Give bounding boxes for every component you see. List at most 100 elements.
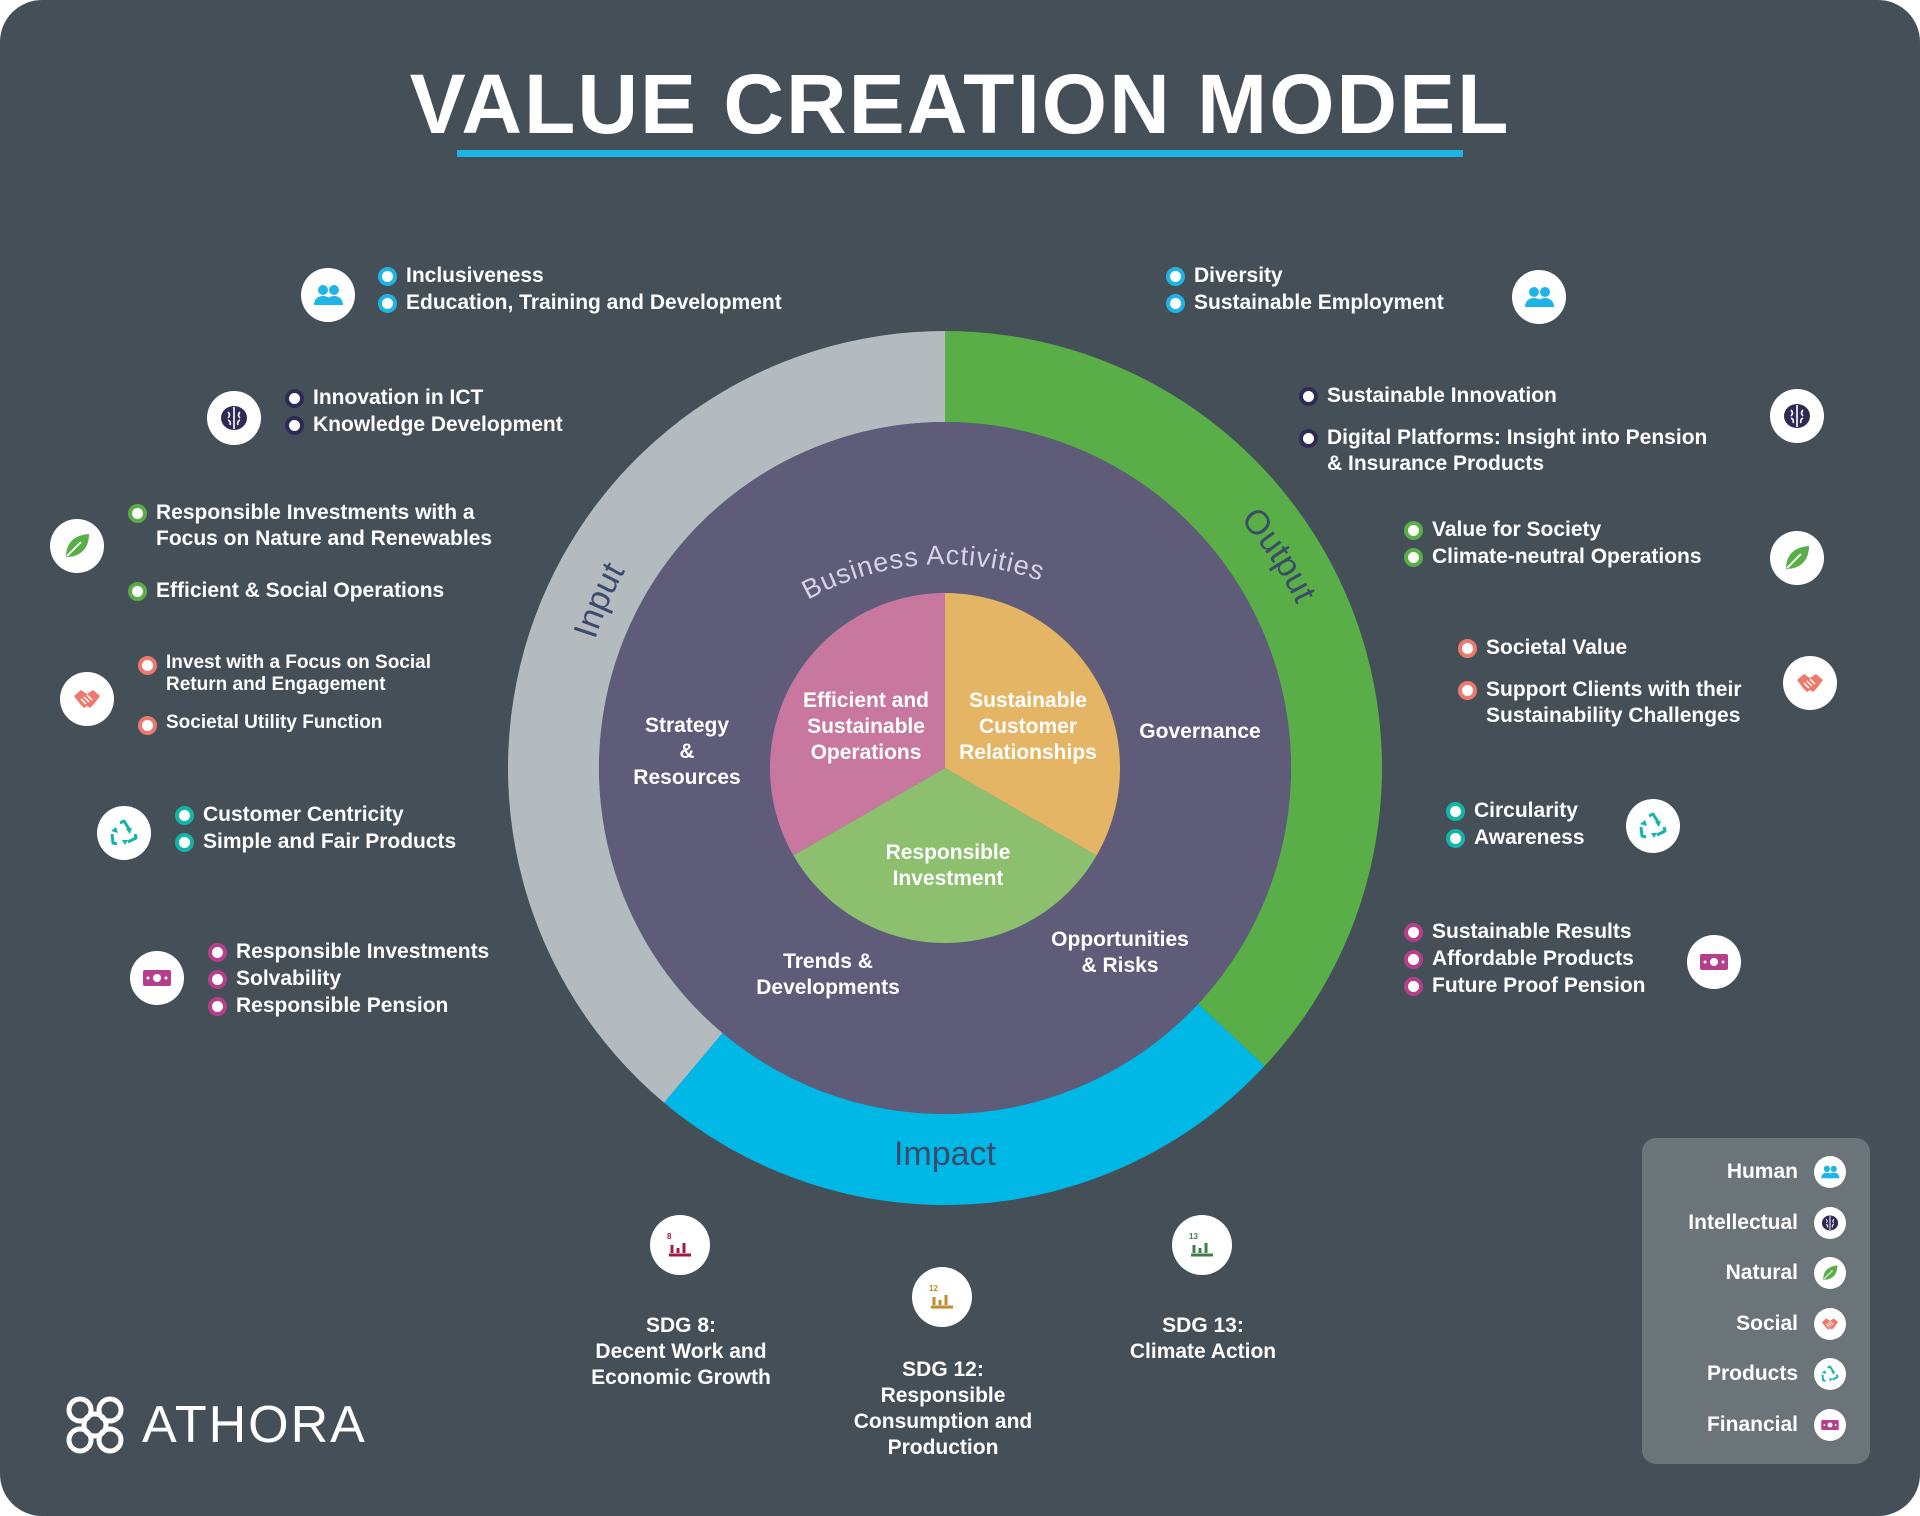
bullet-dot — [208, 943, 227, 962]
bullet-dot — [1166, 294, 1185, 313]
brain-icon — [1814, 1206, 1846, 1239]
bullet-dot — [1404, 923, 1423, 942]
list-item-text: Future Proof Pension — [1432, 974, 1646, 997]
legend-item-financial: Financial — [1706, 1408, 1846, 1441]
sdg-number: 13 — [1189, 1232, 1198, 1241]
social-list-item: Societal Utility Function — [138, 712, 431, 735]
legend-label: Financial — [1706, 1412, 1798, 1436]
bullet-dot — [128, 504, 147, 523]
intellectual-list-item: Sustainable Innovation — [1299, 383, 1707, 409]
products-list-item: Customer Centricity — [175, 802, 456, 828]
social-list-item: Societal Value — [1458, 635, 1742, 661]
sdg-8-label: SDG 8: Decent Work and Economic Growth — [591, 1314, 771, 1389]
human-list-item: Inclusiveness — [378, 263, 782, 289]
core-operations-label: Efficient and Sustainable Operations — [802, 689, 929, 764]
bullet-dot — [1404, 548, 1423, 567]
legend-item-social: Social — [1736, 1307, 1846, 1340]
segment-governance-label: Governance — [1139, 720, 1261, 743]
sdg-number: 8 — [667, 1232, 672, 1241]
legend-label: Products — [1706, 1362, 1798, 1385]
bullet-dot — [138, 716, 157, 735]
social-list-item: Support Clients with their Sustainabilit… — [1458, 677, 1742, 729]
sdg-12-label: SDG 12: Responsible Consumption and Prod… — [853, 1358, 1033, 1459]
bullet-dot — [1404, 950, 1423, 969]
list-item-text: Digital Platforms: Insight into Pension … — [1327, 426, 1708, 475]
list-item-text: Societal Utility Function — [166, 712, 383, 733]
list-item-text: Innovation in ICT — [313, 386, 484, 409]
segment-trends-label: Trends & Developments — [756, 950, 900, 999]
sdg-8-icon: 8 — [650, 1215, 710, 1275]
recycle-icon — [1814, 1358, 1846, 1390]
list-item-text: Support Clients with their Sustainabilit… — [1486, 678, 1742, 727]
bullet-dot — [1299, 387, 1318, 406]
bullet-dot — [138, 656, 157, 675]
list-item-text: Climate-neutral Operations — [1432, 545, 1702, 568]
input-ring-segment — [507, 331, 945, 1103]
input-natural-leaf-icon — [50, 519, 104, 573]
pie-slice-investment — [793, 768, 1097, 943]
bullet-dot — [378, 294, 397, 313]
list-item-text: Knowledge Development — [313, 413, 563, 436]
financial-list-item: Solvability — [208, 966, 489, 992]
legend-item-intellectual: Intellectual — [1688, 1206, 1846, 1239]
legend-item-products: Products — [1707, 1358, 1846, 1390]
list-item-text: Responsible Investments with a Focus on … — [156, 501, 493, 550]
list-item-text: Value for Society — [1432, 518, 1602, 541]
core-relationships-label: Sustainable Customer Relationships — [959, 689, 1097, 764]
sdg-13-label: SDG 13: Climate Action — [1129, 1314, 1277, 1363]
social-list-item: Invest with a Focus on Social Return and… — [138, 652, 431, 696]
bullet-dot — [1299, 429, 1318, 448]
input-financial-banknote-icon — [130, 951, 184, 1005]
banknote-icon — [1814, 1408, 1846, 1441]
sdg-number: 12 — [929, 1284, 938, 1293]
intellectual-list-item: Knowledge Development — [285, 412, 563, 438]
legend-label: Natural — [1725, 1261, 1798, 1284]
list-item-text: Sustainable Results — [1432, 920, 1632, 943]
core-investment-label: Responsible Investment — [885, 841, 1011, 890]
human-list-item: Sustainable Employment — [1166, 290, 1444, 316]
products-list-item: Simple and Fair Products — [175, 829, 456, 855]
knot-logo-icon — [66, 1396, 124, 1454]
natural-list-item: Responsible Investments with a Focus on … — [128, 500, 492, 552]
sdg-12-icon: 12 — [912, 1267, 972, 1327]
bullet-dot — [1446, 829, 1465, 848]
list-item-text: Simple and Fair Products — [203, 830, 457, 853]
list-item-text: Sustainable Employment — [1194, 291, 1444, 314]
list-item-text: Invest with a Focus on Social Return and… — [166, 652, 431, 695]
list-item-text: Responsible Investments — [236, 940, 490, 963]
input-intellectual-group: Innovation in ICT Knowledge Development — [285, 385, 563, 438]
brand-logo: ATHORA — [60, 1390, 367, 1460]
list-item-text: Solvability — [236, 967, 342, 990]
bullet-dot — [128, 582, 147, 601]
bullet-dot — [285, 389, 304, 408]
legend-label: Intellectual — [1688, 1210, 1798, 1234]
impact-ring-label: Impact — [894, 1135, 997, 1173]
list-item-text: Responsible Pension — [236, 994, 449, 1017]
page-title: VALUE CREATION MODEL — [409, 57, 1511, 151]
financial-list-item: Sustainable Results — [1404, 919, 1646, 945]
bullet-dot — [1404, 977, 1423, 996]
legend-label: Social — [1736, 1311, 1798, 1335]
financial-list-item: Responsible Pension — [208, 993, 489, 1019]
input-social-group: Invest with a Focus on Social Return and… — [138, 652, 431, 735]
output-natural-leaf-icon — [1770, 531, 1824, 585]
output-financial-banknote-icon — [1687, 935, 1741, 989]
intellectual-list-item: Digital Platforms: Insight into Pension … — [1299, 425, 1707, 477]
bullet-dot — [1446, 802, 1465, 821]
list-item-text: Sustainable Innovation — [1327, 384, 1557, 407]
input-social-handshake-icon — [60, 672, 114, 726]
leaf-icon — [1814, 1257, 1846, 1289]
products-list-item: Circularity — [1446, 798, 1585, 824]
list-item-text: Affordable Products — [1432, 947, 1634, 970]
pie-slice-relationships — [945, 593, 1120, 856]
pie-slice-operations — [770, 593, 945, 856]
brand-name: ATHORA — [142, 1396, 367, 1454]
input-natural-group: Responsible Investments with a Focus on … — [128, 500, 492, 604]
